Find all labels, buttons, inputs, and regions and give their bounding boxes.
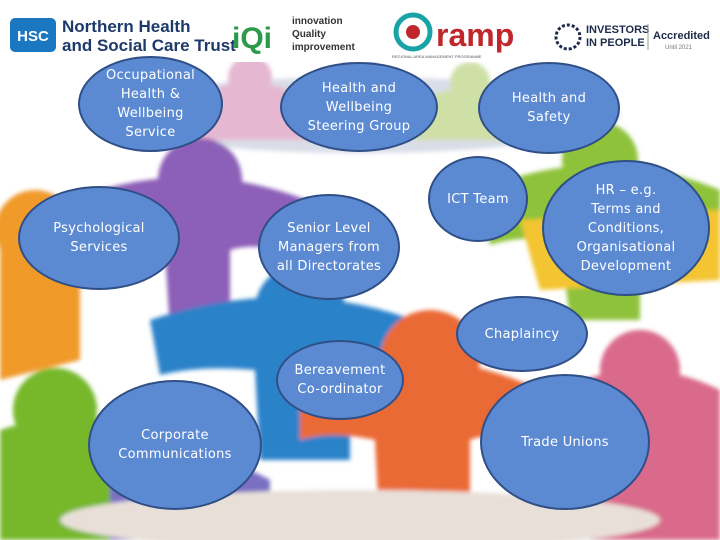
ramp-swirl-core-icon: [406, 25, 420, 39]
node-hr: HR – e.g. Terms and Conditions, Organisa…: [542, 160, 710, 296]
iip-line1: INVESTORS: [586, 24, 649, 36]
node-senior-managers: Senior Level Managers from all Directora…: [258, 194, 400, 300]
iqi-mark: iQi: [232, 22, 272, 55]
ramp-tagline: REGIONAL AREA MANAGEMENT PROGRAMME: [392, 54, 482, 59]
trust-name-line1: Northern Health: [62, 17, 190, 36]
iqi-line2: Quality: [292, 29, 326, 40]
logo-strip: HSC Northern Health and Social Care Trus…: [0, 0, 720, 62]
ramp-swirl-icon: [393, 12, 433, 52]
node-trade-unions-label: Trade Unions: [521, 434, 609, 450]
iip-ring-icon: [554, 23, 582, 51]
iqi-line3: improvement: [292, 42, 355, 53]
node-trade-unions: Trade Unions: [480, 374, 650, 510]
node-senior-managers-label: Senior Level Managers from all Directora…: [276, 220, 382, 274]
node-hr-label: HR – e.g. Terms and Conditions, Organisa…: [576, 182, 676, 274]
iip-date: Until 2021: [665, 45, 693, 51]
node-ict-team-label: ICT Team: [447, 191, 509, 207]
hsc-badge: [10, 18, 56, 52]
node-health-and-safety: Health and Safety: [478, 62, 620, 154]
node-psychological-services: Psychological Services: [18, 186, 180, 290]
hsc-badge-text: HSC: [17, 28, 49, 45]
node-occupational-health: Occupational Health & Wellbeing Service: [78, 56, 223, 152]
node-corporate-communications: Corporate Communications: [88, 380, 262, 510]
node-occupational-health-label: Occupational Health & Wellbeing Service: [105, 68, 196, 140]
node-bereavement-label: Bereavement Co-ordinator: [294, 363, 386, 397]
node-steering-group: Health and Wellbeing Steering Group: [280, 62, 438, 152]
node-corporate-communications-label: Corporate Communications: [118, 428, 232, 462]
node-psychological-services-label: Psychological Services: [53, 221, 145, 255]
node-steering-group-label: Health and Wellbeing Steering Group: [307, 80, 411, 134]
node-health-and-safety-label: Health and Safety: [511, 91, 587, 125]
node-bereavement: Bereavement Co-ordinator: [276, 340, 404, 420]
node-ict-team: ICT Team: [428, 156, 528, 242]
node-chaplaincy: Chaplaincy: [456, 296, 588, 372]
logo-banner: HSC Northern Health and Social Care Trus…: [0, 0, 720, 62]
iip-line2: IN PEOPLE: [586, 37, 645, 49]
iqi-line1: innovation: [292, 16, 343, 27]
iip-accredited: Accredited: [653, 30, 710, 42]
ramp-wordmark: ramp: [436, 17, 514, 53]
trust-name-line2: and Social Care Trust: [62, 36, 236, 55]
node-chaplaincy-label: Chaplaincy: [484, 326, 560, 342]
